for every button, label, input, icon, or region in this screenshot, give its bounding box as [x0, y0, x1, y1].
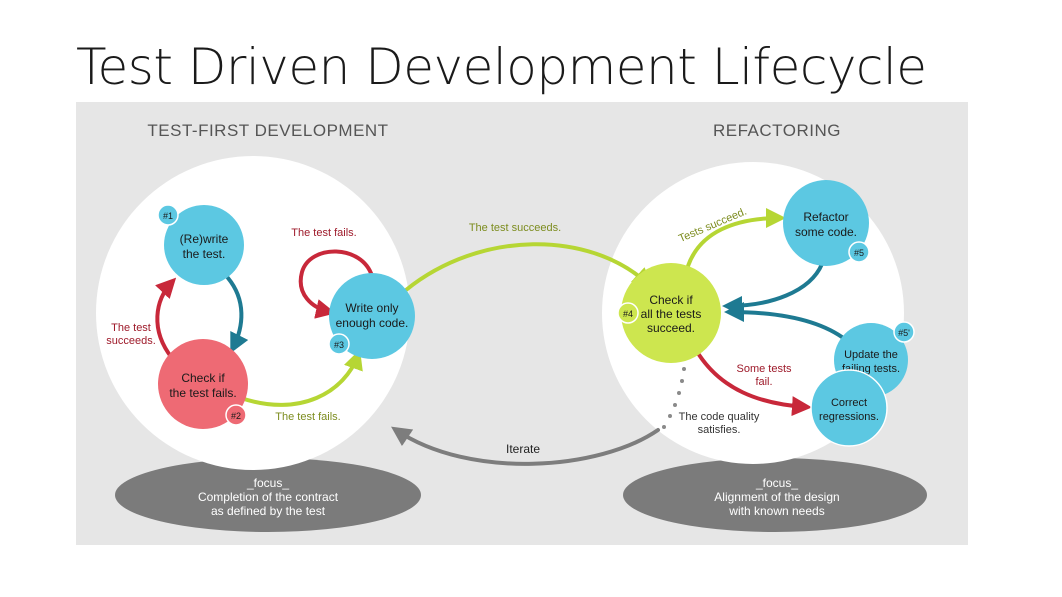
right-focus-line-1: Alignment of the design [714, 490, 839, 504]
label-test-succeeds-line-1: The test [111, 322, 151, 334]
node-rewrite-test: (Re)write the test. #1 [157, 204, 244, 285]
label-some-tests-fail-line-1: Some tests [736, 363, 792, 375]
badge-3: #3 [334, 340, 344, 350]
label-test-succeeds-bridge: The test succeeds. [469, 222, 561, 234]
left-focus-line-2: as defined by the test [211, 504, 326, 518]
node-write-line-2: enough code. [336, 316, 409, 330]
badge-5-prime: #5' [898, 328, 910, 338]
left-focus-ellipse [115, 458, 421, 532]
node-correct-line-2: regressions. [819, 411, 879, 423]
arrow-tests-succeed [686, 208, 786, 268]
right-focus-ellipse [623, 458, 927, 532]
badge-1: #1 [163, 211, 173, 221]
node-check-all-line-1: Check if [649, 293, 693, 307]
label-code-quality-line-2: satisfies. [698, 424, 741, 436]
right-focus-line-2: with known needs [728, 504, 824, 518]
page-title: Test Driven Development Lifecycle [76, 38, 927, 96]
arrow-test-succeeds-loop [155, 277, 177, 360]
badge-4: #4 [623, 309, 633, 319]
badge-2: #2 [231, 411, 241, 421]
label-test-fails-bottom: The test fails. [275, 411, 340, 423]
arrow-rewrite-to-check [226, 276, 249, 354]
node-check-fail-line-2: the test fails. [169, 386, 236, 400]
arrow-some-tests-fail [694, 348, 812, 417]
node-correct-line-1: Correct [831, 397, 867, 409]
label-iterate: Iterate [506, 442, 540, 456]
left-focus-label: _focus_ [246, 476, 289, 490]
right-section-heading: REFACTORING [713, 121, 841, 140]
node-check-all-tests: Check if all the tests succeed. #4 [617, 263, 721, 363]
node-check-all-line-3: succeed. [647, 321, 695, 335]
arrow-update-to-check [724, 302, 848, 342]
node-refactor-line-1: Refactor [803, 210, 848, 224]
node-check-all-line-2: all the tests [641, 307, 702, 321]
label-some-tests-fail-line-2: fail. [755, 376, 772, 388]
node-check-fail-line-1: Check if [181, 371, 225, 385]
right-focus-label: _focus_ [755, 476, 798, 490]
node-refactor: Refactor some code. #5 [783, 180, 870, 266]
arrow-iterate [391, 426, 660, 466]
label-code-quality-line-1: The code quality [679, 411, 760, 423]
node-check-test-fails: Check if the test fails. #2 [158, 339, 248, 429]
node-rewrite-line-2: the test. [183, 247, 226, 261]
arrow-test-fails-loop [298, 249, 374, 319]
node-write-line-1: Write only [345, 301, 398, 315]
node-correct-regressions: Correct regressions. [810, 369, 888, 447]
badge-5: #5 [854, 248, 864, 258]
node-write-code: Write only enough code. #3 [328, 273, 415, 359]
left-focus-line-1: Completion of the contract [198, 490, 339, 504]
label-test-fails-top: The test fails. [291, 227, 356, 239]
label-test-succeeds-line-2: succeeds. [106, 335, 156, 347]
node-rewrite-line-1: (Re)write [180, 232, 229, 246]
arrow-check-to-write [239, 349, 363, 407]
left-section-heading: TEST-FIRST DEVELOPMENT [147, 121, 388, 140]
arrow-bridge-succeeds [404, 242, 653, 292]
node-refactor-line-2: some code. [795, 225, 857, 239]
node-update-line-1: Update the [844, 349, 898, 361]
